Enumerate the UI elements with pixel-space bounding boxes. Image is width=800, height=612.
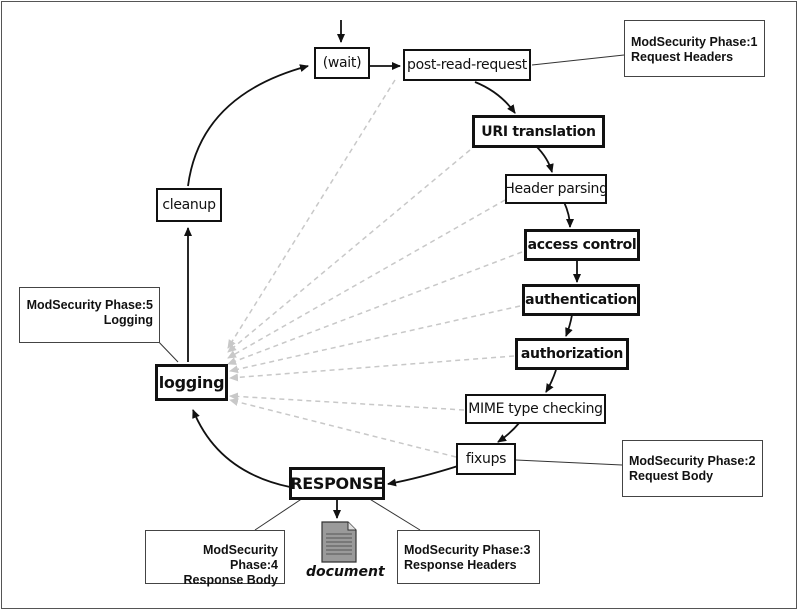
dash-wait-logging	[227, 79, 396, 349]
callout-phase3: ModSecurity Phase:3 Response Headers	[397, 530, 540, 584]
node-header-parsing: Header parsing	[504, 174, 608, 204]
leader-phase4	[254, 497, 304, 531]
node-header-parsing-label: Header parsing	[504, 181, 608, 197]
node-response-label: RESPONSE	[290, 474, 384, 493]
dash-mime-logging	[229, 392, 465, 411]
callout-phase5-subtitle: Logging	[103, 313, 153, 327]
callout-phase3-title: ModSecurity Phase:3	[404, 543, 531, 557]
node-logging-label: logging	[158, 373, 225, 392]
arrow-cleanup-wait	[187, 64, 309, 187]
document-label: document	[306, 564, 385, 580]
leader-phase2	[515, 459, 623, 466]
callout-phase4-subtitle: Response Body	[183, 573, 278, 587]
node-authentication-label: authentication	[525, 292, 637, 308]
node-access-control: access control	[524, 229, 640, 261]
callout-phase4: ModSecurity Phase:4 Response Body	[145, 530, 285, 587]
node-response: RESPONSE	[289, 467, 385, 500]
callout-phase3-subtitle: Response Headers	[404, 558, 517, 572]
flow-arrows	[184, 20, 581, 519]
dash-header-logging	[227, 199, 506, 359]
node-cleanup: cleanup	[156, 188, 222, 222]
callout-phase1-title: ModSecurity Phase:1	[631, 35, 758, 49]
leader-phase1	[531, 54, 625, 66]
dash-authn-logging	[229, 305, 521, 374]
callout-phase2-subtitle: Request Body	[629, 469, 714, 483]
arrow-authz-mime	[545, 369, 557, 393]
arrow-mime-fixups	[497, 421, 521, 443]
document-icon	[321, 521, 357, 563]
node-post-read-request-label: post-read-request	[407, 57, 527, 73]
dash-authz-logging	[229, 355, 515, 382]
arrow-response-logging	[192, 409, 291, 488]
callout-phase2-title: ModSecurity Phase:2	[629, 454, 756, 468]
dash-fixups-logging	[229, 398, 457, 458]
callout-phase2: ModSecurity Phase:2 Request Body	[622, 440, 763, 497]
node-authorization-label: authorization	[520, 346, 624, 362]
dash-uri-logging	[227, 149, 471, 353]
node-wait-label: (wait)	[322, 55, 362, 71]
arrow-authn-authz	[565, 314, 573, 337]
arrow-header-access	[563, 201, 574, 228]
callout-phase1-subtitle: Request Headers	[631, 50, 734, 64]
arrow-postread-uri	[474, 81, 516, 114]
callout-phase5: ModSecurity Phase:5 Logging	[19, 287, 160, 343]
node-mime-type-checking-label: MIME type checking	[468, 401, 603, 417]
node-cleanup-label: cleanup	[162, 197, 216, 213]
node-access-control-label: access control	[527, 237, 637, 253]
arrow-fixups-response	[387, 465, 459, 487]
node-uri-translation-label: URI translation	[481, 123, 596, 140]
node-mime-type-checking: MIME type checking	[465, 394, 606, 424]
node-logging: logging	[155, 364, 228, 401]
arrow-uri-header	[535, 145, 554, 173]
node-authentication: authentication	[522, 284, 640, 316]
dashed-arrows-to-logging	[227, 79, 523, 458]
node-fixups: fixups	[456, 443, 516, 475]
dash-access-logging	[227, 251, 523, 365]
callout-phase5-title: ModSecurity Phase:5	[26, 298, 153, 312]
node-uri-translation: URI translation	[472, 115, 605, 148]
leader-phase3	[367, 497, 421, 531]
node-fixups-label: fixups	[465, 451, 507, 467]
callout-phase4-title: ModSecurity Phase:4	[202, 543, 278, 572]
node-wait: (wait)	[314, 47, 370, 79]
callout-phase1: ModSecurity Phase:1 Request Headers	[624, 20, 765, 77]
node-authorization: authorization	[515, 338, 629, 370]
node-post-read-request: post-read-request	[403, 49, 531, 81]
